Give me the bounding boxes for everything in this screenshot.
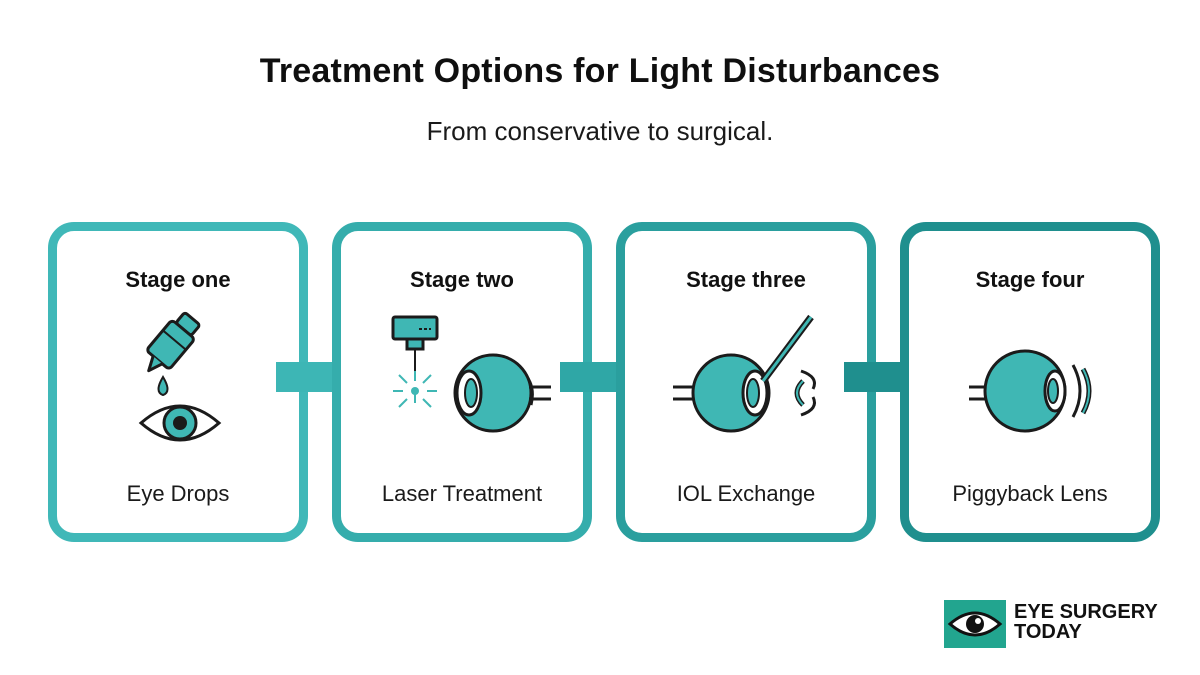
stage-label: Stage one <box>125 267 231 292</box>
eye-logo-icon <box>944 600 1006 648</box>
stage-caption: Eye Drops <box>126 481 230 506</box>
page-title: Treatment Options for Light Disturbances <box>259 52 941 90</box>
brand-name: EYE SURGERY TODAY <box>1014 602 1158 642</box>
stage-caption: IOL Exchange <box>676 481 816 506</box>
stage-card-piggyback-lens: Stage four Piggyback Lens <box>900 222 1160 542</box>
stage-card-iol-exchange: Stage three IOL Exchange <box>616 222 876 542</box>
stage-caption: Laser Treatment <box>381 481 543 506</box>
laser-eye-icon <box>391 315 551 433</box>
stage-label: Stage two <box>410 267 514 292</box>
eye-drops-icon <box>138 311 222 442</box>
brand-line-1: EYE SURGERY <box>1014 601 1158 623</box>
page-subtitle: From conservative to surgical. <box>426 116 774 146</box>
stage-card-eye-drops: Stage one Eye Drops <box>48 222 308 542</box>
piggyback-lens-icon <box>969 349 1092 433</box>
brand-line-2: TODAY <box>1014 621 1082 643</box>
stage-card-laser-treatment: Stage two Laser Treatment <box>332 222 592 542</box>
stage-label: Stage four <box>975 267 1085 292</box>
stage-caption: Piggyback Lens <box>952 481 1108 506</box>
stage-label: Stage three <box>686 267 806 292</box>
iol-exchange-icon <box>673 314 816 433</box>
